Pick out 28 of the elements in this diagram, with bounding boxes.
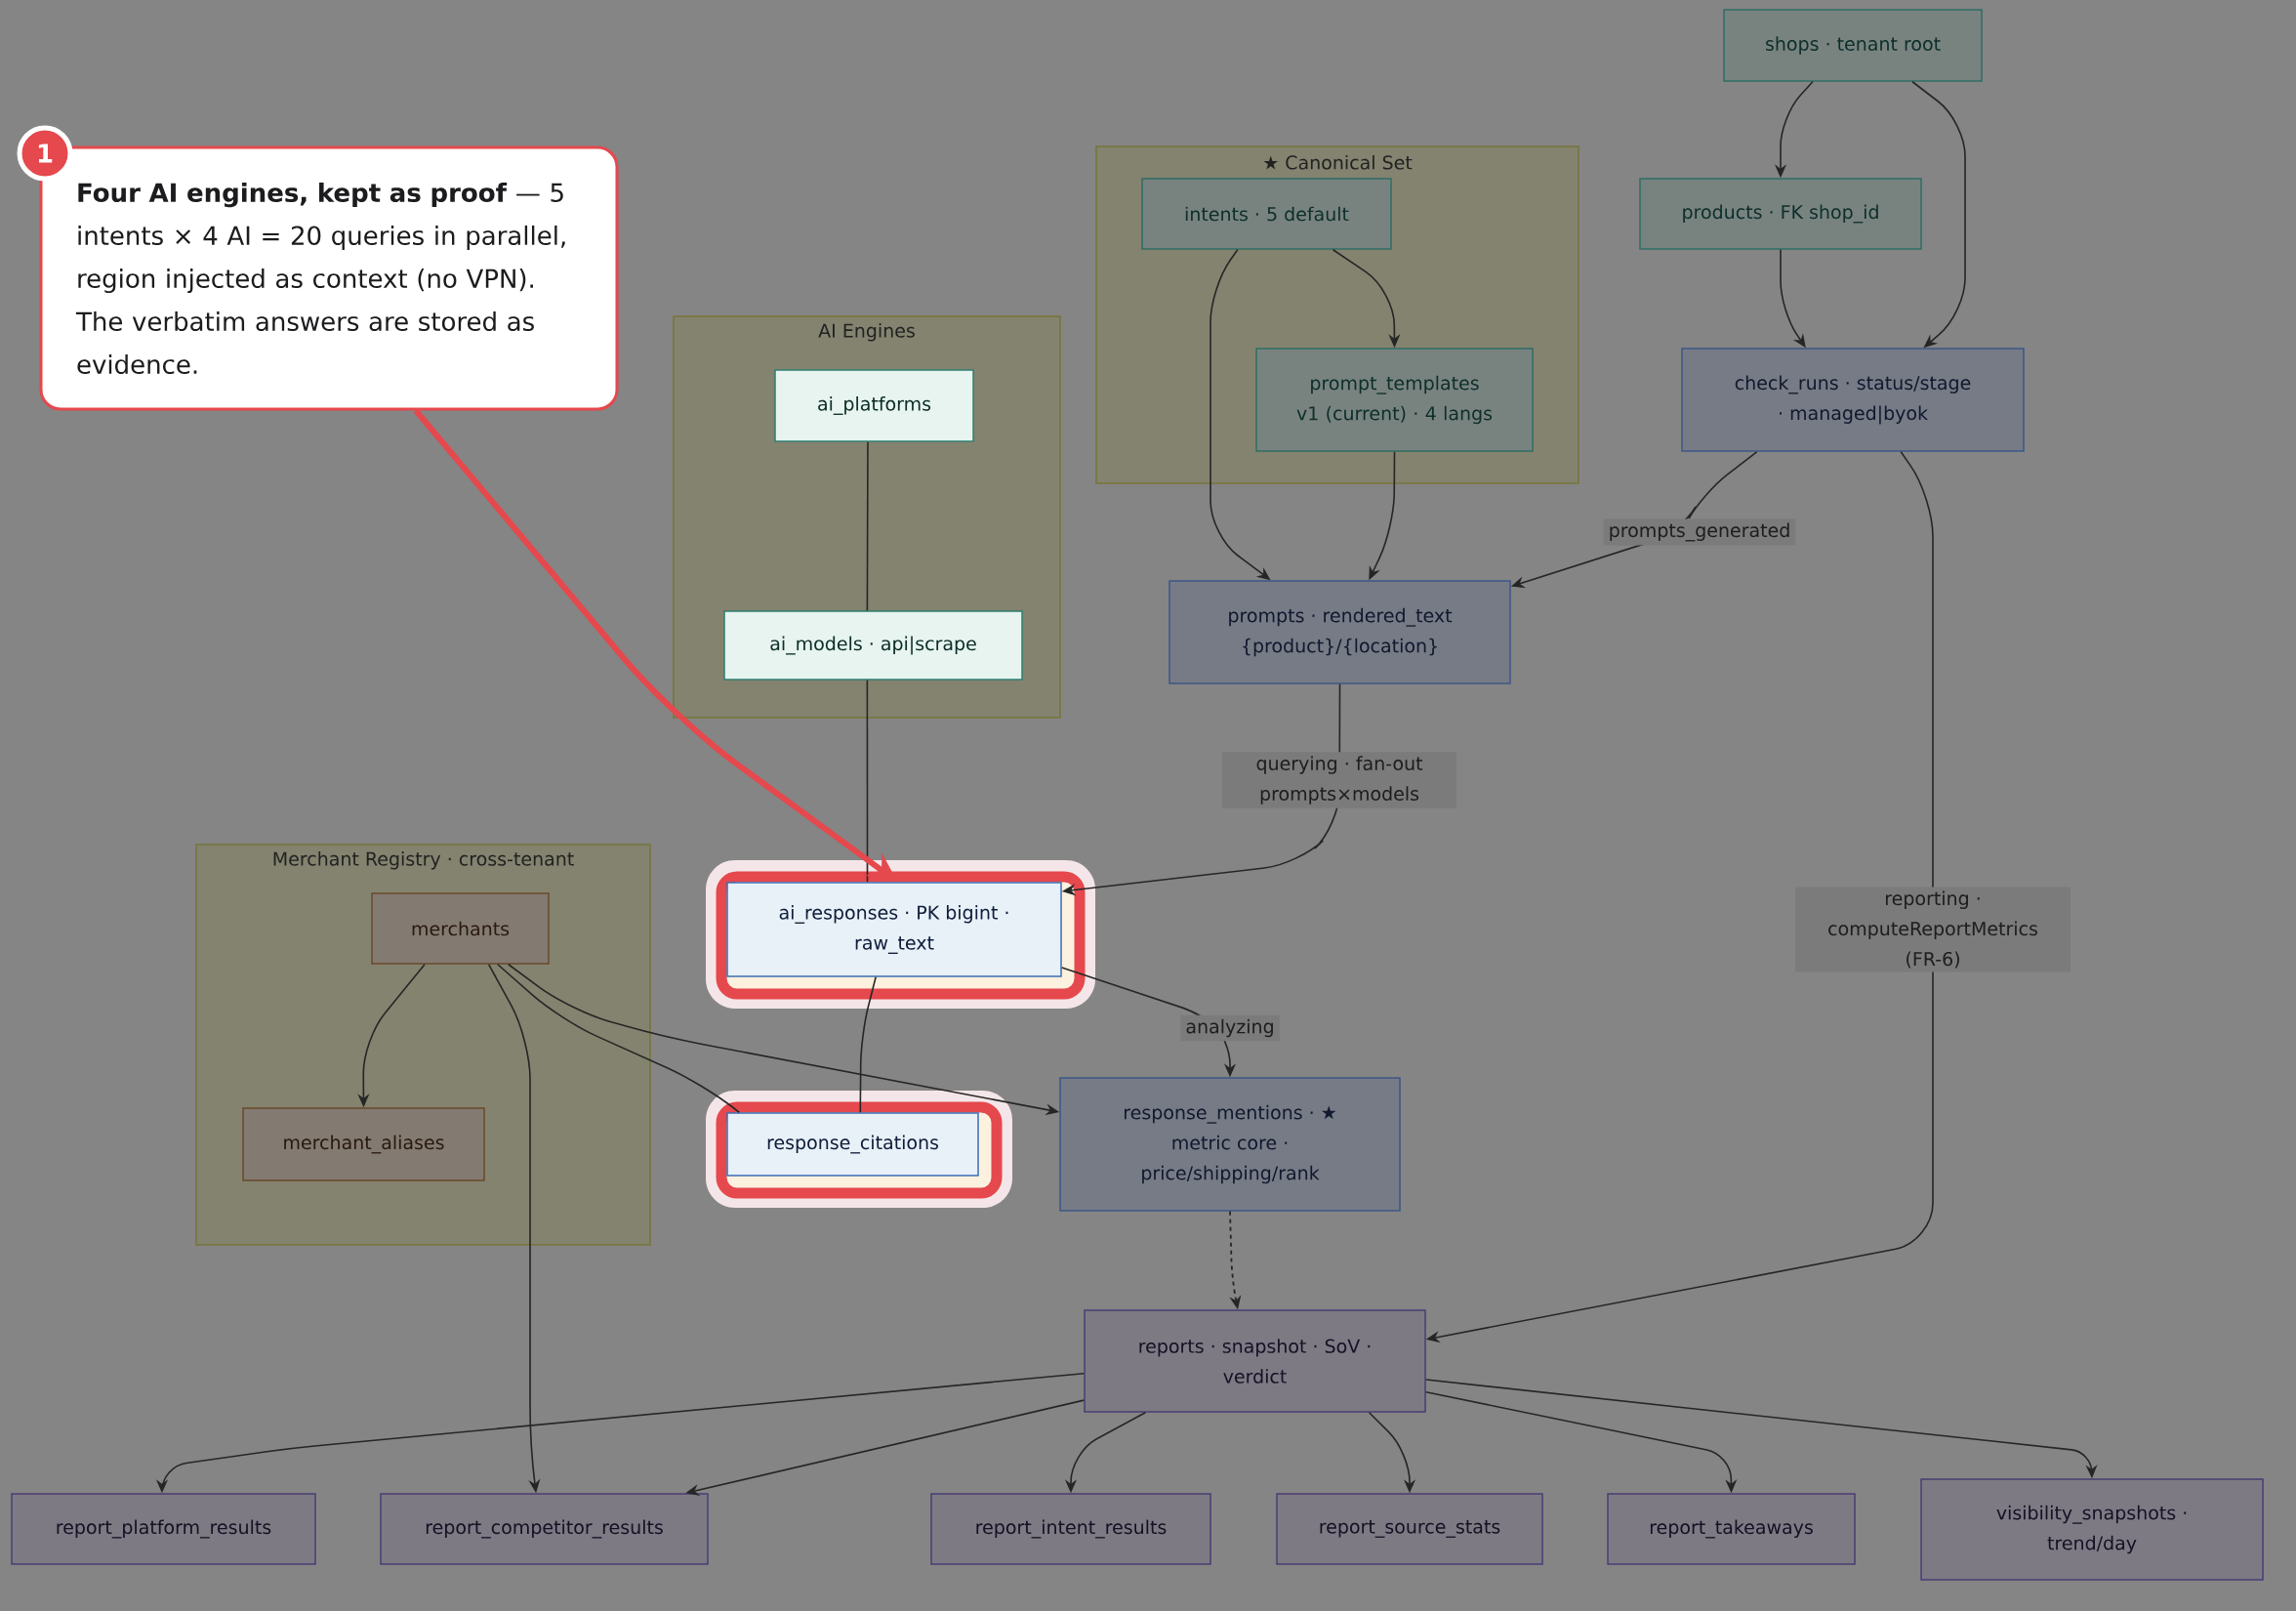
table-box: report_competitor_results — [380, 1493, 709, 1565]
table-box: report_takeaways — [1607, 1493, 1856, 1565]
connector-line — [859, 975, 877, 1114]
table-box: reports · snapshot · SoV · verdict — [1084, 1309, 1426, 1413]
table-box: intents · 5 default — [1141, 178, 1392, 250]
connector-line — [866, 679, 869, 884]
connector-line — [497, 963, 740, 1114]
table-box: response_citations — [726, 1112, 979, 1177]
table-box: merchant_aliases — [242, 1107, 485, 1181]
edge-label: reporting · computeReportMetrics (FR-6) — [1795, 887, 2070, 972]
table-box: products · FK shop_id — [1639, 178, 1922, 250]
table-box: visibility_snapshots · trend/day — [1920, 1478, 2264, 1581]
table-box: merchants — [371, 892, 550, 965]
table-box: report_intent_results — [930, 1493, 1211, 1565]
table-box: shops · tenant root — [1723, 9, 1983, 82]
table-box: report_source_stats — [1276, 1493, 1543, 1565]
table-box: report_platform_results — [11, 1493, 316, 1565]
table-box: check_runs · status/stage · managed|byok — [1681, 348, 2025, 452]
edge-label: prompts_generated — [1603, 518, 1796, 546]
table-box: prompts · rendered_text {product}/{location} — [1168, 580, 1511, 684]
table-box: ai_models · api|scrape — [723, 610, 1023, 681]
table-box: ai_responses · PK bigint · raw_text — [726, 882, 1062, 977]
table-box: response_mentions · ★ metric core · price/shipping/rank — [1059, 1077, 1401, 1212]
edge-label: querying · fan-out prompts×models — [1222, 752, 1456, 808]
edge-label: analyzing — [1180, 1014, 1280, 1042]
table-box: ai_platforms — [774, 369, 974, 442]
connector-line — [866, 440, 869, 612]
table-box: prompt_templates v1 (current) · 4 langs — [1255, 348, 1534, 452]
